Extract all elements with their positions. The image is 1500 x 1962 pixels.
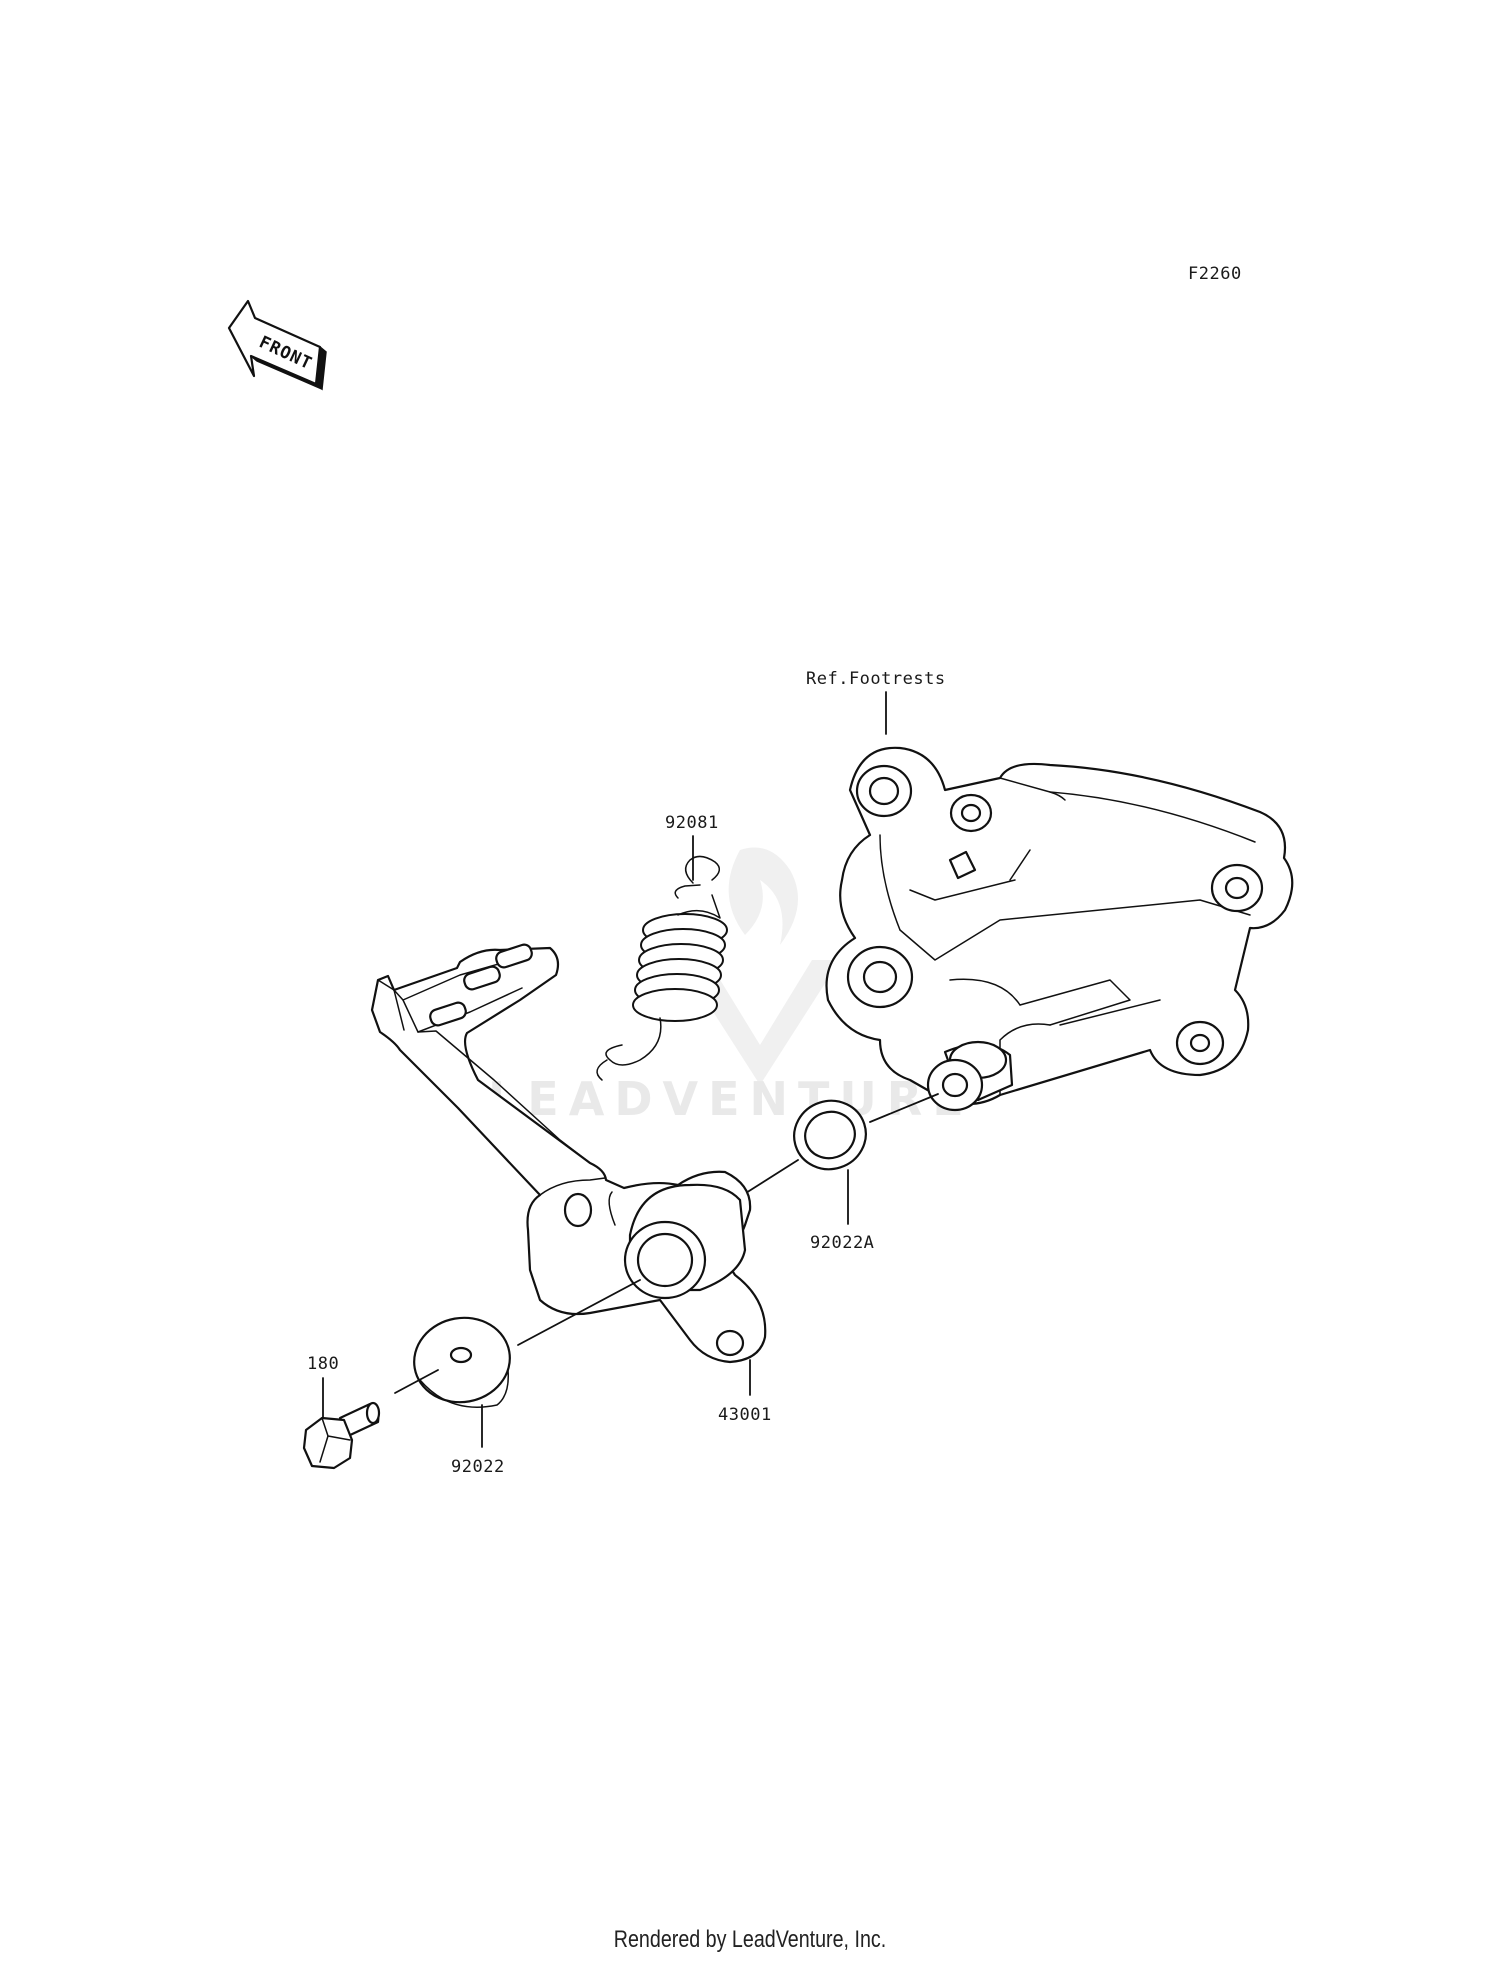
footer-credit: Rendered by LeadVenture, Inc. (613, 1926, 887, 1953)
watermark-text: LEADVENTURE (488, 1072, 974, 1126)
diagram-code: F2260 (1188, 264, 1242, 284)
callout-180: 180 (307, 1354, 339, 1374)
assembly-axis-lower (517, 1279, 641, 1346)
callout-92081: 92081 (665, 813, 719, 833)
assembly-axis-bolt (394, 1369, 439, 1394)
washer-92022 (413, 1316, 511, 1408)
assembly-axis-upper (869, 1093, 939, 1123)
watermark: LEADVENTURE (488, 847, 974, 1126)
brake-pedal-43001 (370, 943, 767, 1364)
callout-92022: 92022 (451, 1457, 505, 1477)
callout-92022A: 92022A (810, 1233, 874, 1253)
washer-92022A (793, 1099, 867, 1171)
spring-92081 (596, 855, 728, 1081)
ref-footrests-label: Ref.Footrests (806, 669, 946, 689)
callout-43001: 43001 (718, 1405, 772, 1425)
bolt-180 (302, 1401, 381, 1470)
footrest-bracket (825, 746, 1294, 1112)
front-arrow-icon: FRONT (227, 299, 327, 391)
